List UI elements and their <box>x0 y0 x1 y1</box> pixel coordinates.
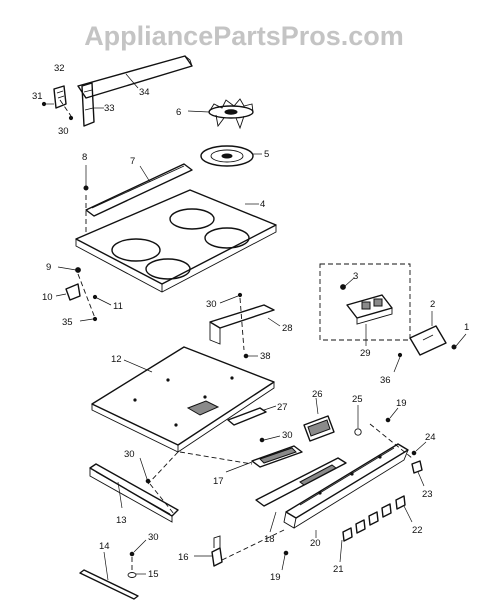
callout-16: 16 <box>178 552 189 563</box>
part-10-bracket <box>55 283 81 301</box>
callout-30-left: 30 <box>124 449 135 460</box>
callout-28: 28 <box>282 323 293 334</box>
part-27-bracket <box>227 405 277 426</box>
callout-30-center: 30 <box>282 430 293 441</box>
part-29-switch-assembly <box>319 263 411 346</box>
callout-8: 8 <box>82 152 87 163</box>
callout-labels: 1 2 3 4 5 6 7 8 9 10 11 12 13 14 15 16 1… <box>32 63 469 583</box>
callout-14: 14 <box>99 541 110 552</box>
part-4-cooktop <box>75 189 277 293</box>
callout-24: 24 <box>425 432 436 443</box>
callout-1: 1 <box>464 322 469 333</box>
part-2-plate <box>409 311 447 356</box>
callout-27: 27 <box>277 402 288 413</box>
part-3-screw <box>340 277 355 290</box>
part-12-top-pan <box>91 346 275 453</box>
callout-15: 15 <box>148 569 159 580</box>
part-32-end-cap <box>53 85 67 109</box>
watermark-text: AppliancePartsPros.com <box>84 21 404 51</box>
callout-9: 9 <box>46 262 51 273</box>
part-20-control-panel <box>283 443 409 538</box>
callout-32: 32 <box>54 63 65 74</box>
callout-30-top: 30 <box>58 126 69 137</box>
part-14-bottom-strip <box>79 551 139 600</box>
part-30-screw-center <box>259 435 281 443</box>
part-15-spacer <box>127 572 146 578</box>
part-30-screw-top <box>68 115 74 121</box>
callout-19-right: 19 <box>396 398 407 409</box>
part-30-screw-left <box>139 457 151 484</box>
callout-4: 4 <box>260 199 265 210</box>
part-18-bracket <box>255 457 347 533</box>
callout-26: 26 <box>312 389 323 400</box>
part-30-screw-bottom <box>129 539 147 572</box>
part-16-bracket <box>194 535 223 567</box>
part-9-screw <box>57 266 81 273</box>
callout-7: 7 <box>130 156 135 167</box>
callout-33: 33 <box>104 103 115 114</box>
part-11-screw <box>92 294 112 306</box>
callout-22: 22 <box>412 525 423 536</box>
part-26-lens <box>303 397 335 442</box>
callout-11: 11 <box>113 301 123 312</box>
callout-18: 18 <box>264 534 275 545</box>
part-23-clip <box>411 460 425 487</box>
callout-23: 23 <box>422 489 433 500</box>
callout-17: 17 <box>213 476 224 487</box>
part-35-screw <box>79 316 98 322</box>
callout-30-bottom: 30 <box>148 532 159 543</box>
callout-34: 34 <box>139 87 150 98</box>
part-17-strip <box>225 445 303 473</box>
part-21-knob-set <box>339 503 392 563</box>
part-5-burner-bowl <box>200 145 262 167</box>
callout-10: 10 <box>42 292 53 303</box>
part-19-screw-bottom <box>281 550 289 571</box>
part-6-burner-head <box>187 98 254 130</box>
callout-5: 5 <box>264 149 269 160</box>
callout-36: 36 <box>380 375 391 386</box>
callout-6: 6 <box>176 107 181 118</box>
callout-25: 25 <box>352 394 363 405</box>
part-13-side-trim <box>89 463 179 523</box>
part-1-screw <box>451 333 467 350</box>
part-34-trim-strip <box>77 55 193 99</box>
callout-3: 3 <box>353 271 358 282</box>
callout-21: 21 <box>333 564 344 575</box>
callout-31: 31 <box>32 91 43 102</box>
part-36-screw <box>393 352 403 373</box>
callout-19-bottom: 19 <box>270 572 281 583</box>
part-22-knob <box>395 495 413 523</box>
part-8-screw <box>83 165 89 191</box>
part-24-screw <box>411 441 427 456</box>
part-19-screw-right <box>385 407 399 423</box>
part-33-end-bracket <box>81 82 104 127</box>
part-7-rear-trim <box>85 163 193 217</box>
part-25-clip <box>354 405 362 436</box>
callout-38: 38 <box>260 351 271 362</box>
part-38-screw <box>243 353 258 359</box>
callout-29: 29 <box>360 348 371 359</box>
part-31-screw <box>41 101 54 107</box>
callout-35: 35 <box>62 317 73 328</box>
callout-20: 20 <box>310 538 321 549</box>
part-28-bracket <box>209 292 281 345</box>
callout-12: 12 <box>111 354 122 365</box>
callout-2: 2 <box>430 299 435 310</box>
callout-30-upper: 30 <box>206 299 217 310</box>
callout-13: 13 <box>116 515 127 526</box>
assembly-lines <box>59 99 413 561</box>
